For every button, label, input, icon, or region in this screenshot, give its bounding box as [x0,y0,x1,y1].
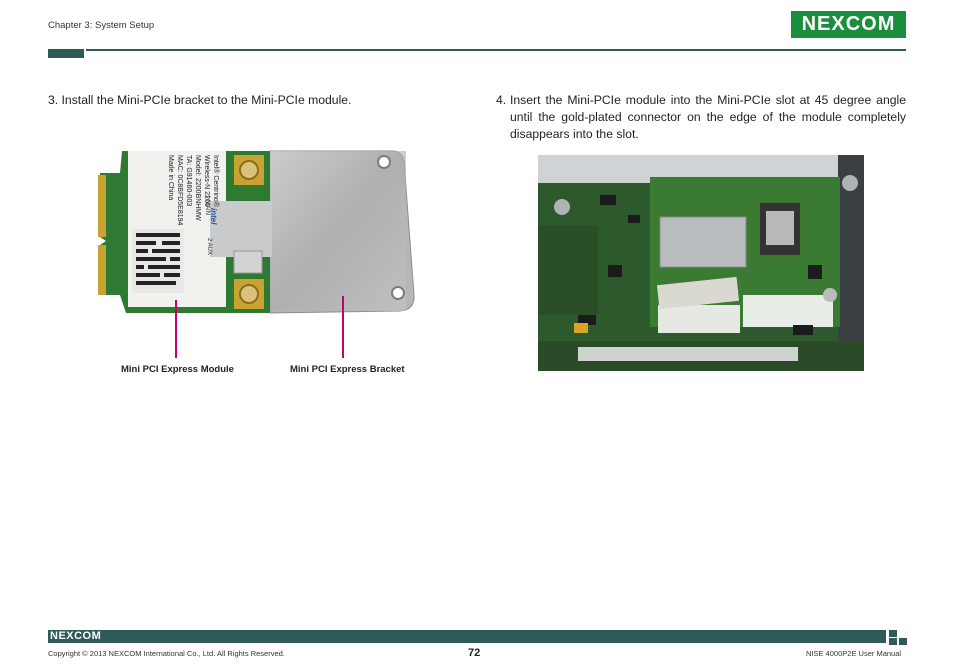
header-accent-bar [48,49,84,58]
card-label-line: MAC: 0C8BFD5E8194 [176,155,183,226]
step-3-text: 3. Install the Mini-PCIe bracket to the … [48,93,352,107]
footer-squares-icon [889,630,907,645]
chapter-title: Chapter 3: System Setup [48,20,155,31]
bracket-callout-label: Mini PCI Express Bracket [290,364,405,375]
bracket-callout-line [342,296,344,358]
card-label-line: Made in China [167,155,174,201]
module-callout-label: Mini PCI Express Module [121,364,234,375]
copyright-text: Copyright © 2013 NEXCOM International Co… [48,649,285,658]
card-label-line: Wireless-N 2200 [203,155,210,207]
card-label-text: Intel® Centrino® Wireless-N 2200 Model: … [120,155,220,315]
step-4-number: 4. [496,93,507,107]
card-label-line: Model: 2200BNHMW [194,155,201,221]
aux-antenna-label: 2 AUX [206,238,212,256]
manual-title: NISE 4000P2E User Manual [806,649,902,658]
step-4-text: Insert the Mini-PCIe module into the Min… [510,93,906,141]
nexcom-logo: NEXCOM [791,11,906,38]
footer-nexcom-logo: NEXCOM [50,630,102,642]
intel-logo: intel [209,208,218,225]
card-label-line: Intel® Centrino® [212,155,219,207]
card-label-line: TA: G91460-003 [185,155,192,207]
step-4: 4. Insert the Mini-PCIe module into the … [496,92,906,143]
footer-bar [48,630,886,643]
page-number: 72 [468,647,481,659]
header-rule [86,49,906,51]
module-bracket-photo [98,150,415,314]
module-callout-line [175,300,177,358]
slot-install-photo [538,155,864,371]
